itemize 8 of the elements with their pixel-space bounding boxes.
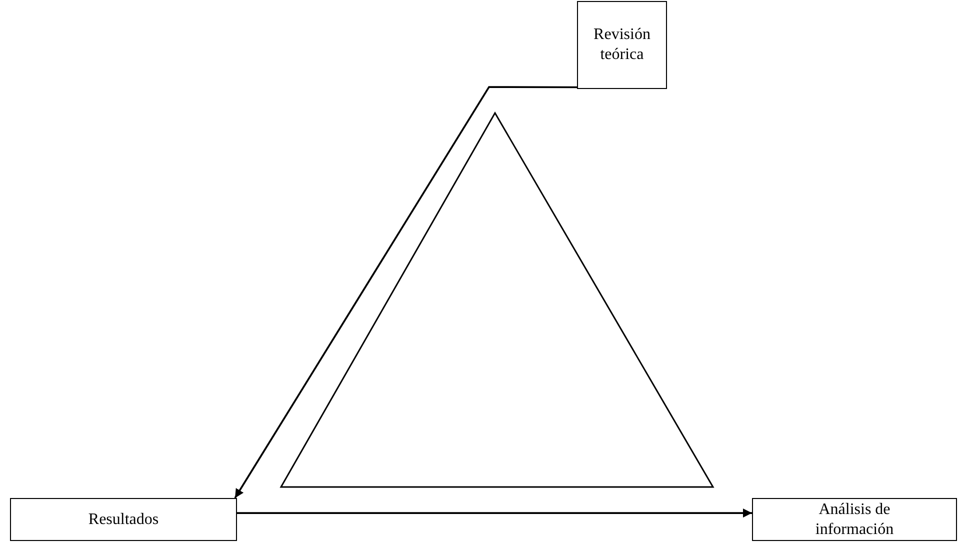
- box-label: Revisión teórica: [592, 25, 652, 65]
- arrow: [234, 86, 577, 498]
- process-box: [577, 1, 667, 89]
- process-box: [752, 498, 957, 541]
- arrow: [237, 508, 752, 518]
- process-box: [10, 498, 237, 541]
- box-label: Análisis de información: [814, 500, 895, 540]
- box-label: Resultados: [88, 510, 159, 530]
